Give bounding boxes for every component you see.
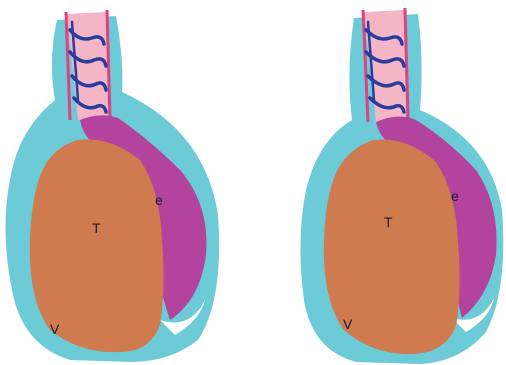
left-testis-label: T [92,220,101,236]
right-testis-figure: T e V [300,8,503,364]
left-testis-figure: T e V [5,10,219,362]
left-epididymis-label: e [155,192,163,208]
right-testis-label: T [384,214,393,230]
right-vaginalis-label: V [343,316,353,332]
right-epididymis-label: e [451,188,459,204]
left-vaginalis-label: V [50,321,60,337]
